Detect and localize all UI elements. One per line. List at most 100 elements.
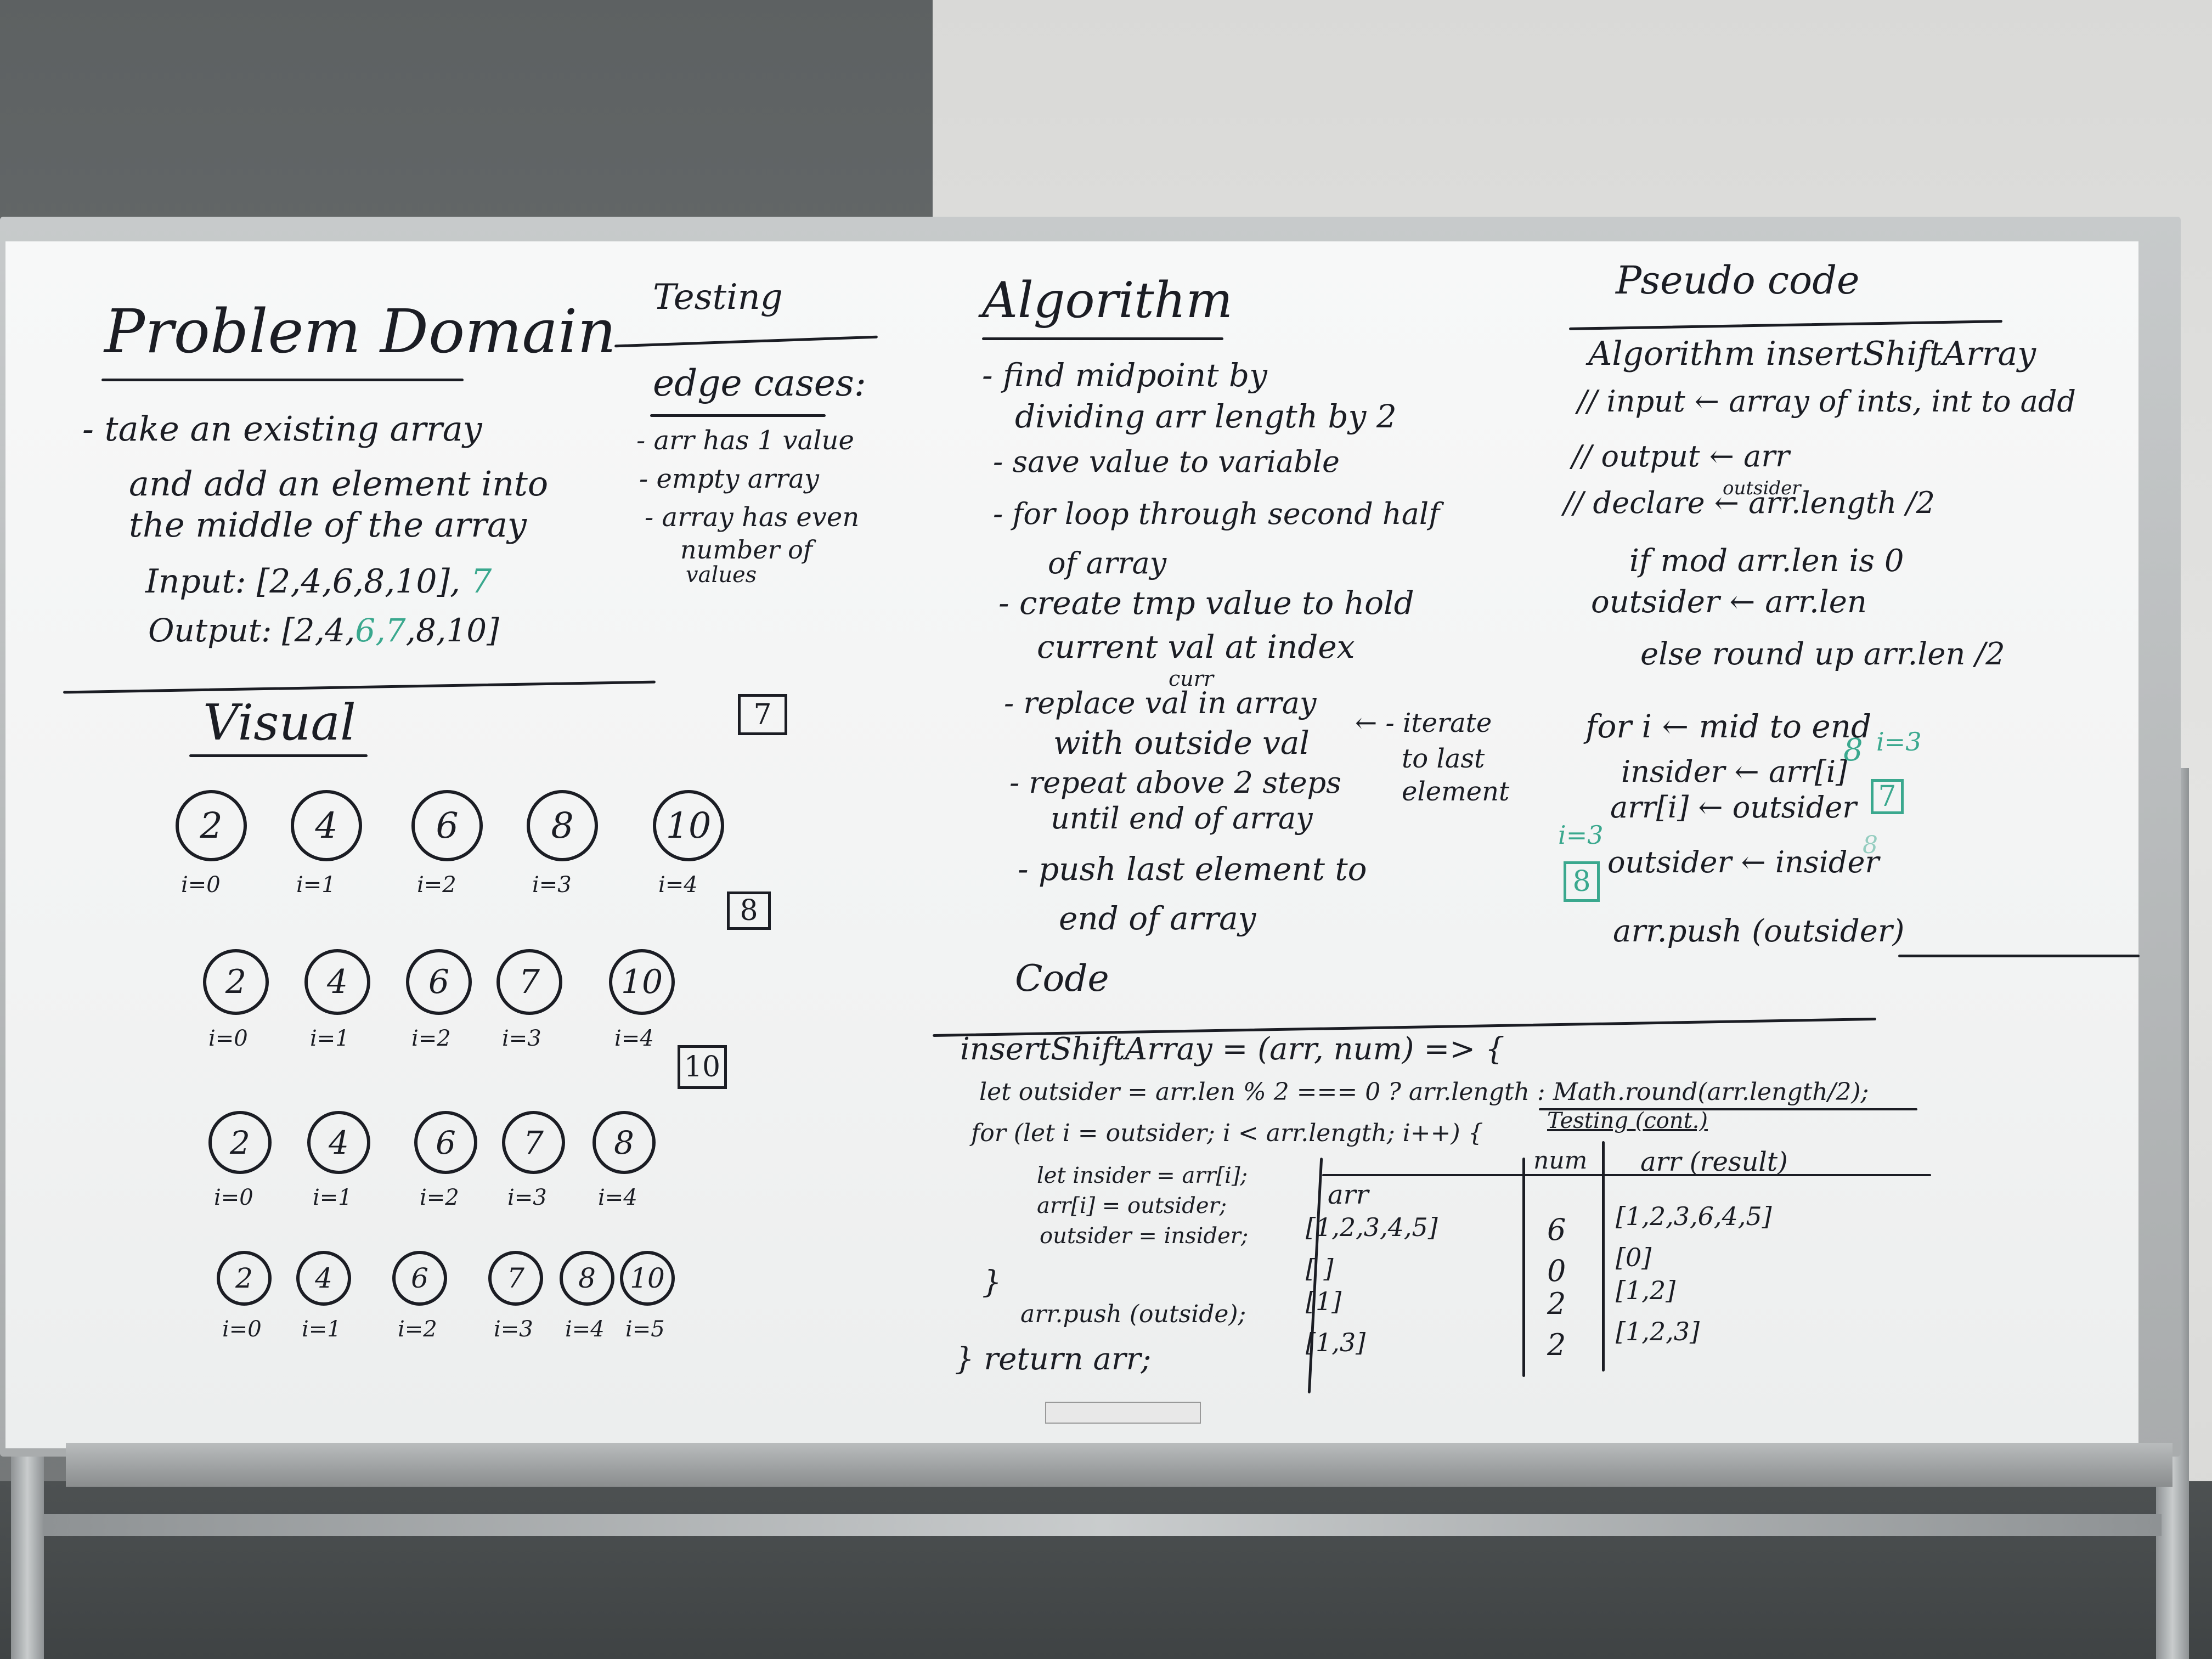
table-cell: [1,2] bbox=[1616, 1276, 1676, 1305]
visual-node: 8 bbox=[560, 1251, 614, 1306]
algorithm-underline bbox=[982, 337, 1223, 340]
visual-index: i=2 bbox=[417, 872, 456, 898]
table-cell: 2 bbox=[1547, 1328, 1566, 1362]
visual-node: 6 bbox=[406, 949, 472, 1015]
visual-index: i=0 bbox=[208, 1026, 248, 1051]
table-header: arr (result) bbox=[1640, 1147, 1788, 1177]
pseudocode-teal-box8: 8 bbox=[1564, 861, 1600, 902]
code-line-3: for (let i = outsider; i < arr.length; i… bbox=[971, 1119, 1483, 1147]
visual-node: 2 bbox=[203, 949, 269, 1015]
pseudocode-line-7: else round up arr.len /2 bbox=[1640, 636, 2005, 672]
visual-node: 6 bbox=[411, 790, 483, 861]
pseudocode-teal-box7: 7 bbox=[1871, 779, 1904, 814]
visual-index: i=4 bbox=[614, 1026, 654, 1051]
maker-label bbox=[1045, 1402, 1201, 1424]
visual-index: i=4 bbox=[565, 1317, 605, 1342]
visual-index: i=3 bbox=[494, 1317, 533, 1342]
problem-output: Output: [2,4,6,7,8,10] bbox=[148, 612, 499, 649]
pseudocode-line-1: Algorithm insertShiftArray bbox=[1588, 335, 2036, 373]
visual-node: 2 bbox=[217, 1251, 272, 1306]
visual-node: 7 bbox=[502, 1111, 565, 1174]
visual-index: i=1 bbox=[313, 1185, 352, 1210]
algorithm-title: Algorithm bbox=[982, 272, 1233, 329]
visual-node: 2 bbox=[208, 1111, 272, 1174]
pseudocode-line-5: if mod arr.len is 0 bbox=[1629, 543, 1904, 579]
visual-index: i=4 bbox=[658, 872, 698, 898]
visual-index: i=0 bbox=[181, 872, 221, 898]
code-line-6: outsider = insider; bbox=[1040, 1223, 1249, 1249]
visual-index: i=4 bbox=[598, 1185, 637, 1210]
algorithm-step-6: - create tmp value to hold bbox=[998, 584, 1414, 622]
table-vline-mid2 bbox=[1602, 1141, 1605, 1372]
problem-input-extra: 7 bbox=[471, 562, 492, 601]
algorithm-step-5: of array bbox=[1048, 546, 1167, 580]
pseudocode-line-6: outsider ← arr.len bbox=[1591, 584, 1867, 620]
code-line-7: } bbox=[982, 1265, 1002, 1300]
table-vline-mid1 bbox=[1522, 1158, 1525, 1377]
visual-node: 7 bbox=[496, 949, 562, 1015]
algorithm-step-7: current val at index bbox=[1037, 628, 1355, 665]
problem-domain-underline bbox=[101, 379, 464, 381]
pseudocode-line-9: insider ← arr[i] bbox=[1621, 754, 1848, 789]
code-line-5: arr[i] = outsider; bbox=[1037, 1193, 1227, 1218]
pseudocode-line-3: // output ← arr bbox=[1572, 439, 1790, 473]
table-cell: [1] bbox=[1306, 1286, 1342, 1316]
visual-shift-box: 7 bbox=[738, 694, 787, 735]
visual-index: i=2 bbox=[398, 1317, 437, 1342]
algorithm-step-2: dividing arr length by 2 bbox=[1015, 398, 1397, 435]
problem-output-mid: 6,7 bbox=[355, 612, 406, 649]
table-header: num bbox=[1533, 1147, 1588, 1175]
whiteboard-surface bbox=[5, 241, 2138, 1448]
table-header: arr bbox=[1328, 1180, 1369, 1210]
visual-node: 8 bbox=[592, 1111, 656, 1174]
visual-index: i=1 bbox=[310, 1026, 349, 1051]
pseudocode-bracket bbox=[1898, 955, 2140, 957]
algorithm-step-11: until end of array bbox=[1051, 801, 1313, 836]
table-cell: [1,2,3] bbox=[1616, 1317, 1700, 1346]
problem-output-suffix: ,8,10] bbox=[405, 612, 499, 649]
pseudocode-teal-8b: 8 bbox=[1863, 831, 1878, 859]
visual-node: 4 bbox=[307, 1111, 370, 1174]
problem-domain-title: Problem Domain bbox=[104, 296, 617, 366]
algorithm-step-13: end of array bbox=[1059, 900, 1256, 937]
visual-node: 4 bbox=[304, 949, 370, 1015]
visual-node: 10 bbox=[653, 790, 724, 861]
testing-cont-title: Testing (cont.) bbox=[1547, 1108, 1708, 1133]
testing-item-2: - empty array bbox=[639, 464, 820, 494]
problem-line-3: the middle of the array bbox=[129, 505, 527, 545]
visual-index: i=3 bbox=[532, 872, 572, 898]
visual-index: i=3 bbox=[502, 1026, 541, 1051]
marker-tray bbox=[66, 1443, 2172, 1487]
visual-node: 6 bbox=[414, 1111, 477, 1174]
algorithm-step-3: - save value to variable bbox=[993, 444, 1340, 479]
problem-input-label: Input: [2,4,6,8,10], bbox=[145, 562, 471, 601]
table-cell: 0 bbox=[1547, 1254, 1566, 1288]
algorithm-iterate-1: ← - iterate bbox=[1355, 708, 1492, 738]
pseudocode-line-4: // declare ← arr.length /2 bbox=[1564, 486, 1935, 520]
visual-node: 10 bbox=[609, 949, 675, 1015]
pseudocode-line-10: arr[i] ← outsider bbox=[1610, 790, 1857, 825]
code-title: Code bbox=[1015, 957, 1109, 1000]
problem-output-prefix: Output: [2,4, bbox=[148, 612, 356, 649]
visual-node: 10 bbox=[620, 1251, 675, 1306]
stand-crossbar bbox=[44, 1514, 2162, 1536]
visual-node: 7 bbox=[488, 1251, 543, 1306]
code-line-1: insertShiftArray = (arr, num) => { bbox=[960, 1031, 1505, 1067]
testing-item-4: number of bbox=[680, 535, 812, 565]
code-line-2: let outsider = arr.len % 2 === 0 ? arr.l… bbox=[979, 1078, 1869, 1106]
algorithm-curr-note: curr bbox=[1169, 667, 1214, 691]
visual-shift-box: 10 bbox=[678, 1045, 727, 1089]
testing-subtitle-underline bbox=[650, 414, 826, 417]
visual-index: i=1 bbox=[296, 872, 336, 898]
visual-index: i=2 bbox=[411, 1026, 451, 1051]
algorithm-step-8: - replace val in array bbox=[1004, 686, 1317, 720]
visual-node: 6 bbox=[392, 1251, 447, 1306]
pseudocode-teal-8: 8 bbox=[1843, 732, 1863, 768]
algorithm-step-10: - repeat above 2 steps bbox=[1009, 765, 1341, 800]
pseudocode-line-8: for i ← mid to end bbox=[1585, 708, 1872, 745]
table-cell: 6 bbox=[1547, 1212, 1566, 1247]
pseudocode-title: Pseudo code bbox=[1616, 258, 1860, 303]
pseudocode-line-11: outsider ← insider bbox=[1607, 845, 1880, 879]
problem-line-1: - take an existing array bbox=[82, 409, 482, 449]
table-cell: [1,2,3,6,4,5] bbox=[1616, 1201, 1772, 1231]
